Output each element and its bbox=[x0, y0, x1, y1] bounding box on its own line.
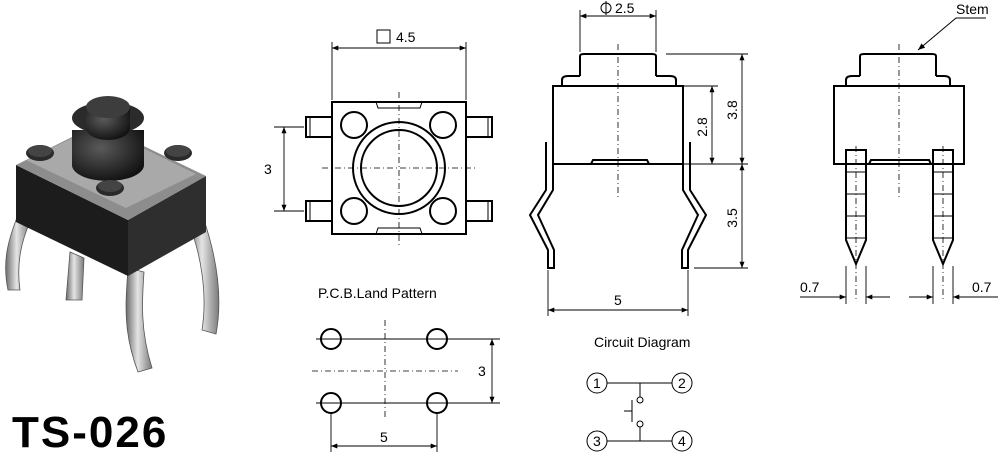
dim-height-to-top: 3.8 bbox=[724, 100, 740, 120]
circuit-pin-1: 1 bbox=[593, 375, 601, 391]
circuit-pin-2: 2 bbox=[678, 375, 686, 391]
label-stem: Stem bbox=[956, 1, 989, 17]
dim-pin-width-right: 0.7 bbox=[972, 279, 992, 295]
circuit-diagram: Circuit Diagram 1 2 3 4 bbox=[586, 334, 693, 452]
label-pcb-land-pattern: P.C.B.Land Pattern bbox=[318, 285, 437, 301]
pcb-land-pattern: P.C.B.Land Pattern 3 5 bbox=[312, 285, 500, 452]
switch-photo bbox=[5, 96, 220, 373]
dim-land-pitch-horizontal: 5 bbox=[380, 429, 388, 445]
top-view: 4.5 3 bbox=[264, 29, 493, 246]
dim-pin-length: 3.5 bbox=[724, 208, 740, 228]
circuit-pin-3: 3 bbox=[593, 433, 601, 449]
label-circuit-diagram: Circuit Diagram bbox=[594, 334, 690, 350]
side-view: 2.5 2.8 3.8 3.5 5 bbox=[528, 0, 748, 316]
dim-land-pitch-vertical: 3 bbox=[478, 363, 486, 379]
dim-body-square: 4.5 bbox=[396, 29, 416, 45]
dim-pin-width-left: 0.7 bbox=[800, 279, 820, 295]
dim-body-height: 2.8 bbox=[694, 117, 710, 137]
dim-stem-diameter: 2.5 bbox=[615, 0, 635, 16]
model-title: TS-026 bbox=[12, 408, 168, 455]
dim-pin-pitch-side: 3 bbox=[264, 161, 272, 177]
circuit-pin-4: 4 bbox=[678, 433, 686, 449]
dim-body-width: 5 bbox=[614, 292, 622, 308]
front-view: Stem 0.7 0.7 bbox=[800, 1, 998, 304]
